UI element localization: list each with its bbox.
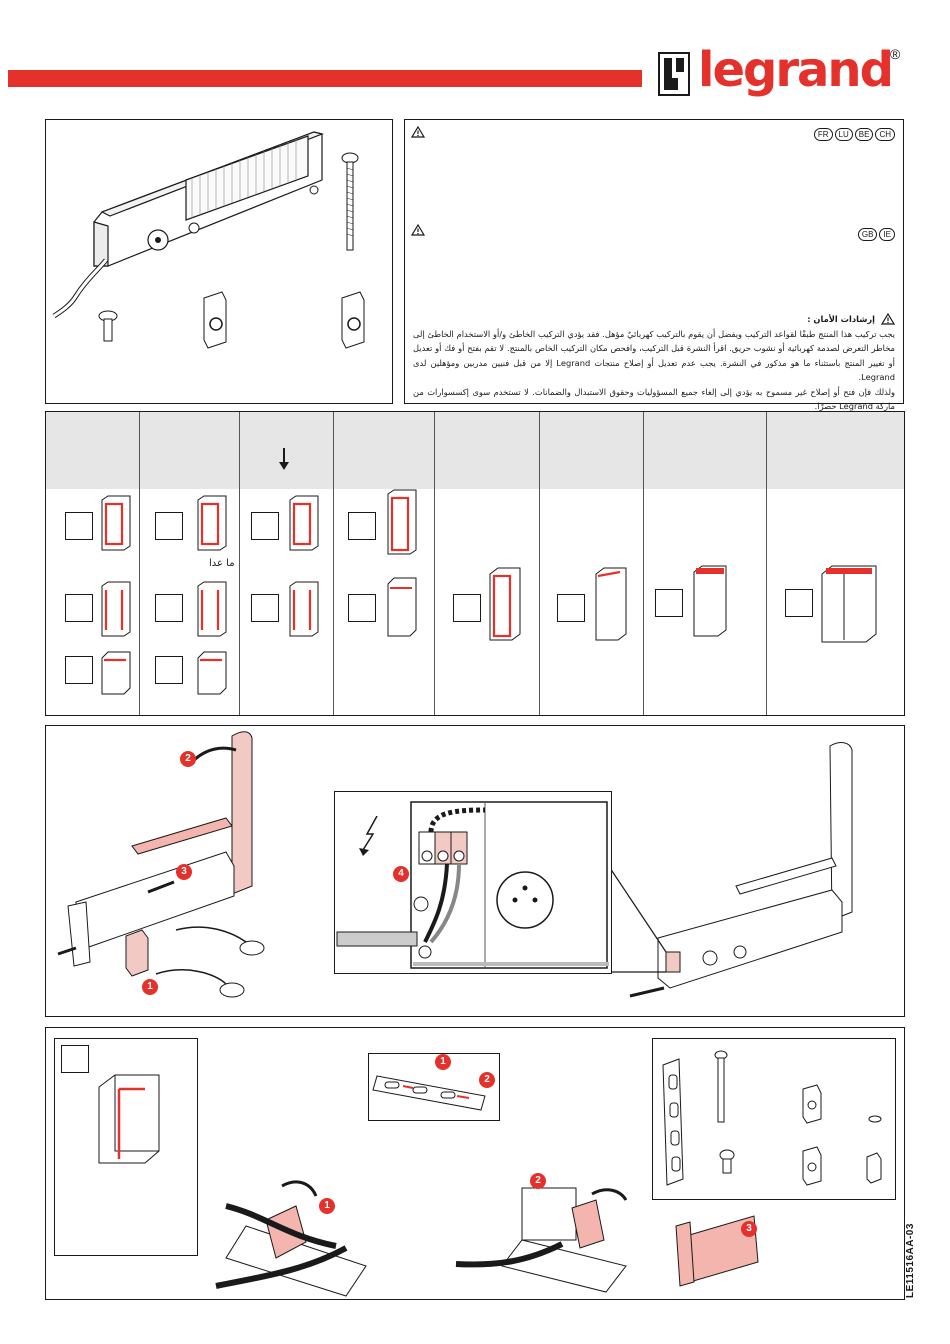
brand-stripe <box>8 70 642 87</box>
lang-badge: IE <box>879 228 895 241</box>
step-number-badge: 2 <box>479 1072 495 1088</box>
arabic-safety-paragraph: ولذلك فإن فتح أو إصلاح غير مسموح به يؤدي… <box>413 386 895 412</box>
enclosure-compatibility-table: ما عدا <box>45 411 905 716</box>
lightning-icon <box>359 816 378 856</box>
safety-instructions-panel: FR LU BE CH GB IE إرشادات الأمان : يجب ت… <box>404 119 904 411</box>
step-number-badge: 3 <box>741 1221 757 1237</box>
except-label: ما عدا <box>209 558 235 569</box>
strip-drawing <box>372 1075 486 1111</box>
brand-name: legrand <box>698 42 894 98</box>
strip-detail-inset: 1 2 <box>368 1053 500 1121</box>
document-reference: LE11516AA-03 <box>905 1223 916 1298</box>
product-illustration <box>52 131 365 349</box>
product-contents-panel <box>45 119 393 404</box>
arabic-safety-paragraph: يجب تركيب هذا المنتج طبقًا لقواعد التركي… <box>413 328 895 383</box>
enclosure-checkbox[interactable] <box>785 589 813 617</box>
legrand-logo: legrand ® <box>658 42 928 104</box>
enclosure-checkbox[interactable] <box>557 594 585 622</box>
enclosure-checkbox[interactable] <box>155 656 183 684</box>
enclosure-drawing <box>98 1074 160 1164</box>
mounting-bracket-panel: 1 2 <box>45 1027 905 1300</box>
step-number-badge: 2 <box>530 1173 546 1189</box>
warning-icon <box>411 224 425 236</box>
enclosure-checkbox[interactable] <box>655 589 683 617</box>
enclosure-checkbox[interactable] <box>453 594 481 622</box>
step-number-badge: 1 <box>319 1198 335 1214</box>
arabic-safety-text: إرشادات الأمان : يجب تركيب هذا المنتج طب… <box>413 312 895 414</box>
enclosure-checkbox[interactable] <box>155 594 183 622</box>
enclosure-checkbox[interactable] <box>65 512 93 540</box>
enclosure-checkbox[interactable] <box>251 512 279 540</box>
arrow-down-icon <box>279 448 289 470</box>
accessory-parts-inset <box>652 1038 896 1200</box>
arabic-safety-title: إرشادات الأمان : <box>807 314 875 324</box>
language-badges-fr: FR LU BE CH <box>813 128 895 141</box>
terminal-wiring-drawing <box>336 801 609 969</box>
enclosure-checkbox[interactable] <box>251 594 279 622</box>
legrand-mark-icon <box>658 52 690 96</box>
enclosure-checkbox[interactable] <box>61 1045 89 1073</box>
terminal-detail-inset: 4 <box>334 791 612 974</box>
step-number-badge: 1 <box>142 979 158 995</box>
enclosure-checkbox[interactable] <box>65 594 93 622</box>
installation-drawing <box>57 731 853 998</box>
language-badges-en: GB IE <box>857 228 895 241</box>
enclosure-drawings <box>101 489 877 695</box>
warning-icon <box>881 313 895 325</box>
warning-icon <box>411 126 425 138</box>
lang-badge: GB <box>857 228 878 241</box>
enclosure-checkbox[interactable] <box>155 512 183 540</box>
enclosure-checkbox[interactable] <box>65 656 93 684</box>
registered-mark: ® <box>890 46 901 62</box>
enclosure-checkbox[interactable] <box>348 594 376 622</box>
lang-badge: LU <box>834 128 853 141</box>
table-header-row <box>46 412 904 489</box>
enclosure-option-box <box>54 1038 198 1256</box>
bracket-bending-steps-drawing <box>215 1180 759 1297</box>
step-number-badge: 2 <box>180 751 196 767</box>
installation-steps-panel: 2 3 1 4 <box>45 725 905 1017</box>
accessory-parts-drawing <box>662 1050 882 1186</box>
enclosure-checkbox[interactable] <box>348 512 376 540</box>
step-number-badge: 1 <box>435 1054 451 1070</box>
lang-badge: CH <box>875 128 895 141</box>
lang-badge: FR <box>813 128 833 141</box>
step-number-badge: 3 <box>176 864 192 880</box>
step-number-badge: 4 <box>393 866 409 882</box>
lang-badge: BE <box>854 128 874 141</box>
